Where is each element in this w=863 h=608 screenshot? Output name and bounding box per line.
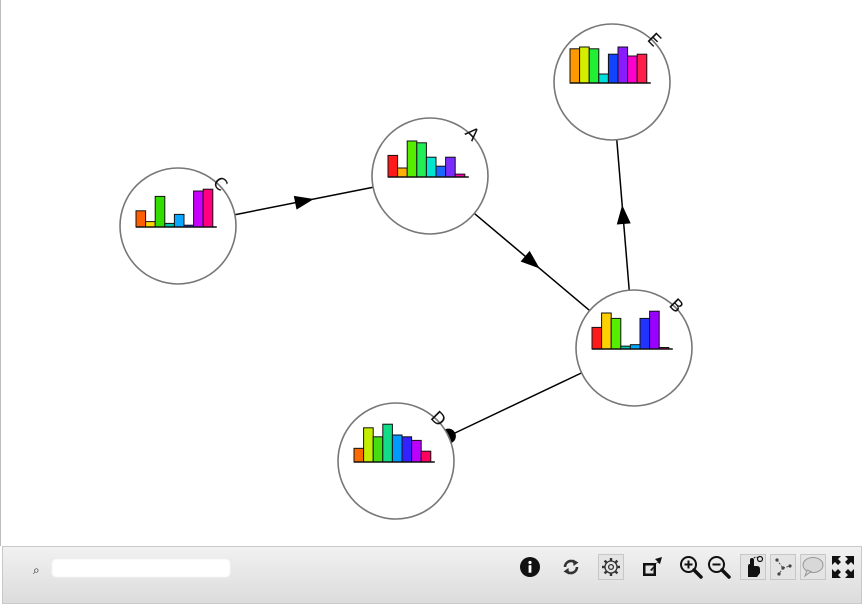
node-A[interactable]: A [371, 117, 489, 235]
histogram-bar [401, 436, 413, 463]
arrowhead [520, 250, 540, 269]
edge-line[interactable] [448, 372, 582, 437]
histogram-bar [425, 156, 437, 178]
search-input[interactable] [51, 558, 231, 578]
info-button[interactable] [517, 554, 543, 580]
layout-mode-button[interactable] [770, 554, 796, 580]
histogram-bar [135, 210, 147, 228]
histogram-bar [202, 188, 214, 228]
toolbar: ⌕ [2, 546, 862, 604]
histogram-bar [397, 167, 408, 178]
node-C[interactable]: C [119, 167, 237, 285]
arrowhead [616, 205, 631, 225]
tooltip-mode-button[interactable] [800, 554, 826, 580]
layout-mode-icon [775, 558, 792, 576]
histogram-bar [601, 312, 612, 350]
refresh-button[interactable] [558, 554, 584, 580]
edge-A-B[interactable] [473, 212, 591, 312]
edge-C-A[interactable] [234, 186, 374, 216]
search-icon: ⌕ [33, 563, 40, 577]
histogram-bar [363, 427, 374, 463]
histogram-bar [387, 154, 399, 178]
node-D[interactable]: D [337, 402, 455, 520]
edge-B-E[interactable] [616, 139, 631, 291]
node-E[interactable]: E [553, 23, 671, 141]
histogram-bar [445, 156, 456, 178]
histogram-bar [627, 55, 638, 84]
zoom-in-button[interactable] [678, 554, 704, 580]
histogram-bar [579, 46, 590, 84]
histogram-bar [391, 434, 403, 463]
export-button[interactable] [639, 554, 665, 580]
settings-button[interactable] [598, 554, 624, 580]
histogram-bar [569, 48, 581, 84]
histogram-bar [435, 165, 447, 178]
pointer-mode-button[interactable] [740, 554, 766, 580]
histogram-bar [173, 213, 185, 228]
histogram-bar [636, 53, 648, 84]
histogram-bar [598, 73, 609, 84]
fullscreen-button[interactable] [830, 554, 856, 580]
histogram-bar [411, 439, 422, 463]
pointer-mode-icon [748, 555, 764, 577]
zoom-in-icon [680, 556, 703, 579]
zoom-out-button[interactable] [706, 554, 732, 580]
histogram-bar [588, 48, 600, 84]
graph-svg[interactable]: C AE B D [1, 0, 863, 546]
export-icon [643, 557, 662, 576]
tooltip-mode-icon [802, 557, 824, 578]
histogram-bar [607, 53, 619, 84]
histogram-bar [382, 423, 393, 463]
zoom-out-icon [708, 556, 731, 579]
histogram-bar [639, 317, 651, 350]
arrowhead [293, 195, 314, 210]
histogram-bar [420, 450, 432, 463]
node-B[interactable]: B [575, 289, 693, 407]
histogram-bar [617, 46, 629, 84]
histogram-bar [145, 221, 156, 228]
histogram-bar [154, 195, 166, 228]
refresh-icon [563, 559, 579, 575]
histogram-bar [372, 436, 384, 463]
edge-B-D[interactable] [440, 372, 582, 444]
histogram-bar [610, 317, 622, 350]
histogram-bar [406, 140, 418, 178]
histogram-bar [591, 326, 603, 350]
info-icon [520, 557, 540, 577]
histogram-bar [353, 447, 365, 463]
histogram-bar [416, 142, 427, 178]
histogram-bar [193, 190, 204, 228]
histogram-bar [649, 310, 660, 350]
fullscreen-icon [832, 556, 854, 578]
settings-icon [602, 558, 620, 576]
